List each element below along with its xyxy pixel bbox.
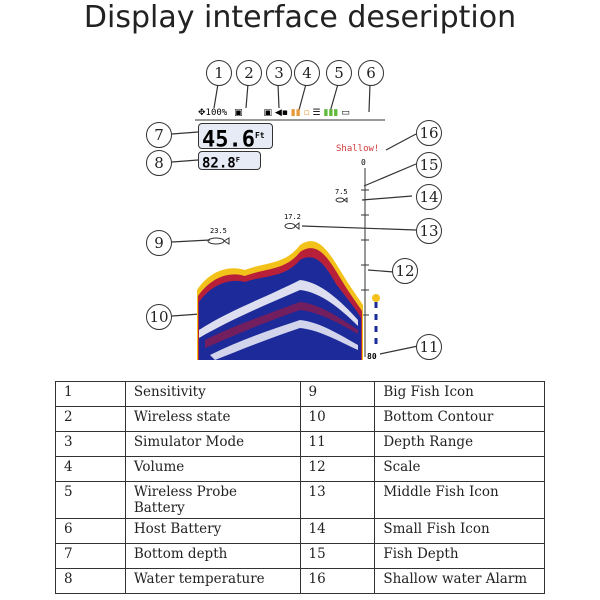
small-fish-depth: 7.5 [335,188,348,196]
shallow-alarm: Shallow! [336,144,380,154]
callout-12: 12 [392,258,418,284]
legend-number: 9 [299,381,376,407]
callout-7: 7 [146,122,172,148]
legend-number: 7 [55,543,126,569]
legend-number: 13 [299,481,376,519]
legend-label: Volume [124,456,301,482]
wireless-state-icon: ▣ [234,108,243,118]
legend-number: 4 [55,456,126,482]
bottom-depth-display: 45.6Ft [198,123,273,153]
big-fish-depth: 23.5 [210,227,227,235]
bottom-depth-value: 45.6 [202,127,255,153]
scale-top-label: 0 [361,158,366,167]
status-bar: ✥100% ▣ ▣ ◀▪ ▮▮ ▫ ☰ ▮▮▮ ▭ [198,108,350,118]
probe-icon: ☰ [312,108,321,118]
fish-icons [207,197,348,245]
legend-label: Small Fish Icon [374,518,545,544]
legend-label: Host Battery [124,518,301,544]
legend-label: Water temperature [124,568,301,594]
legend-number: 10 [299,406,376,432]
legend-label: Depth Range [374,431,545,457]
callout-14: 14 [416,184,442,210]
legend-label: Wireless Probe Battery [124,481,301,519]
sensitivity-value: 100% [205,108,228,118]
callout-16: 16 [416,120,442,146]
temp-unit: F [235,156,240,164]
legend-label: Sensitivity [124,381,301,407]
water-temperature-display: 82.8F [198,151,261,172]
legend-label: Bottom depth [124,543,301,569]
legend-label: Bottom Contour [374,406,545,432]
legend-number: 6 [55,518,126,544]
callout-5: 5 [326,60,352,86]
legend-label: Big Fish Icon [374,381,545,407]
callout-11: 11 [416,334,442,360]
simulator-mode-icon: ▣ [263,108,273,118]
legend-number: 11 [299,431,376,457]
callout-1: 1 [206,60,232,86]
callout-3: 3 [266,60,292,86]
callout-2: 2 [236,60,262,86]
legend-label: Wireless state [124,406,301,432]
depth-unit: Ft [254,131,265,140]
legend-label: Scale [374,456,545,482]
callout-6: 6 [358,60,384,86]
callout-15: 15 [416,152,442,178]
wireless-probe-battery-icon: ▮▮ ▫ [290,108,310,118]
callout-13: 13 [416,218,442,244]
callout-9: 9 [146,230,172,256]
legend-number: 16 [299,568,376,594]
legend-number: 3 [55,431,126,457]
legend-number: 8 [55,568,126,594]
transducer-icon [372,294,380,302]
diagram-lines [171,83,419,360]
legend-label: Shallow water Alarm [374,568,545,594]
depth-range-label: 80 [367,352,377,361]
callout-10: 10 [146,304,172,330]
volume-icon: ◀▪ [274,108,288,118]
sensitivity-icon: ✥ [198,108,206,118]
legend-number: 12 [299,456,376,482]
callout-8: 8 [146,150,172,176]
page-title: Display interface deseription [83,0,517,35]
legend-label: Simulator Mode [124,431,301,457]
legend-number: 15 [299,543,376,569]
water-temp-value: 82.8 [202,155,236,172]
legend-label: Middle Fish Icon [374,481,545,519]
middle-fish-depth: 17.2 [284,213,301,221]
legend-number: 5 [55,481,126,519]
device-icon: ▭ [341,108,350,118]
bottom-contour [197,241,363,360]
legend-number: 2 [55,406,126,432]
legend-number: 1 [55,381,126,407]
callout-4: 4 [294,60,320,86]
legend-label: Fish Depth [374,543,545,569]
host-battery-icon: ▮▮▮ [323,108,339,118]
legend-number: 14 [299,518,376,544]
